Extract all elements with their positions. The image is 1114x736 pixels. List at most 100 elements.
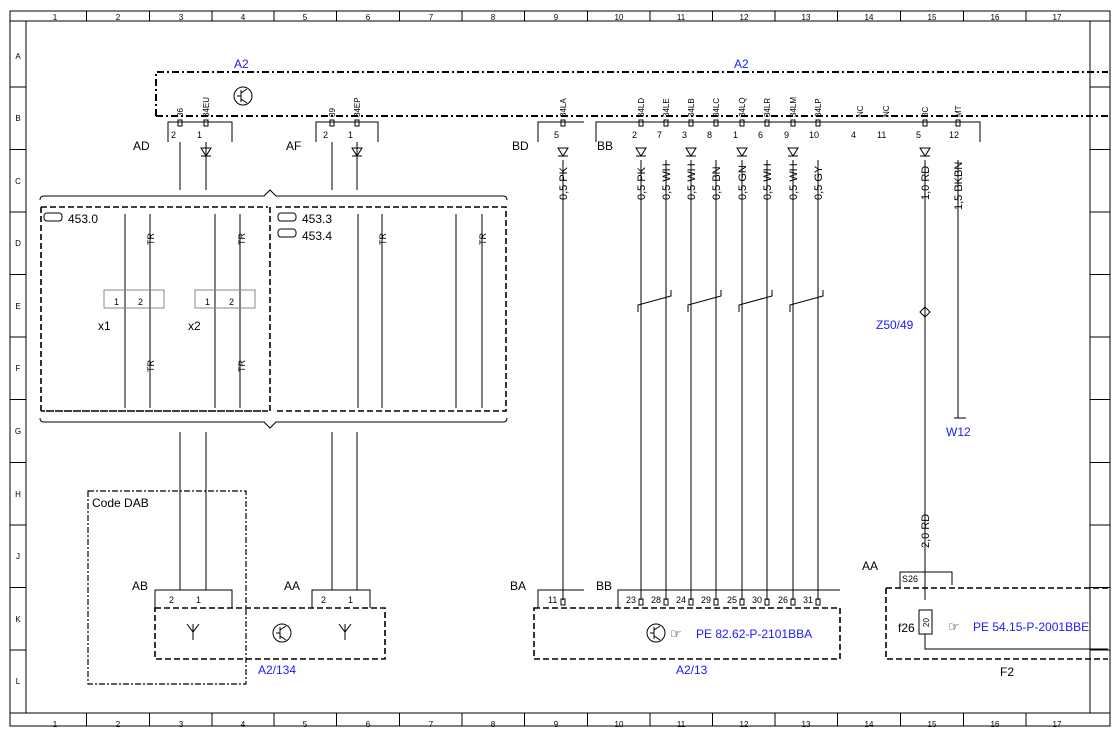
wire-label: 1,5 BKBN xyxy=(953,162,965,210)
pe-ref-2[interactable]: PE 54.15-P-2001BBE xyxy=(973,620,1089,634)
antenna-icon xyxy=(186,623,200,640)
grid-row-label: B xyxy=(15,114,20,123)
splice-x1: x1 xyxy=(98,319,111,333)
top-pin-number: 5 xyxy=(554,130,559,140)
top-pin-number: 10 xyxy=(809,130,819,140)
grid-column-label: 10 xyxy=(615,720,624,729)
grid-column-label: 6 xyxy=(366,13,371,22)
a2-left-label: A2 xyxy=(234,57,249,71)
pin-label: 1 xyxy=(348,595,353,605)
grid-column-label: 11 xyxy=(677,13,686,22)
top-pin-number: 8 xyxy=(707,130,712,140)
top-pin-number: 9 xyxy=(784,130,789,140)
grid-column-label: 9 xyxy=(554,13,559,22)
code-dab-label: Code DAB xyxy=(92,496,149,510)
connector-arrow-icon xyxy=(557,147,569,157)
wire-label: 0,5 GY xyxy=(813,165,825,200)
tr-label: TR xyxy=(146,233,156,245)
grid-row-label: D xyxy=(15,239,21,248)
pin-terminal xyxy=(638,598,644,606)
tr-label: TR xyxy=(478,233,488,245)
top-pin-name: 34LP xyxy=(814,98,823,117)
car-icon xyxy=(43,212,63,222)
wire-label: 1,0 RD xyxy=(920,166,932,200)
a2-134-label: A2/134 xyxy=(258,663,296,677)
hand-pointer-icon: ☞ xyxy=(948,620,960,635)
wire-label: 0,5 WH xyxy=(686,163,698,200)
grid-column-label: 2 xyxy=(116,720,121,729)
grid-column-label: 7 xyxy=(429,720,434,729)
connector-arrow-icon xyxy=(351,147,363,157)
bottom-pin-number: 24 xyxy=(676,595,686,605)
grid-column-label: 12 xyxy=(740,720,749,729)
grid-row-label: J xyxy=(16,552,20,561)
pin-terminal xyxy=(560,598,566,606)
bottom-pin-number: 28 xyxy=(651,595,661,605)
top-pin-number: 1 xyxy=(197,130,202,140)
pin-label: 2 xyxy=(138,297,143,307)
top-pin-name: 8C xyxy=(921,107,930,117)
top-pin-name: 34LB xyxy=(687,98,696,117)
pe-ref-1[interactable]: PE 82.62-P-2101BBA xyxy=(696,627,812,641)
top-pin-name: 34LQ xyxy=(738,97,747,117)
connector-aa-right: AA xyxy=(862,559,878,573)
grid-column-label: 3 xyxy=(179,13,184,22)
pin-terminal xyxy=(354,119,360,127)
pin-terminal xyxy=(177,119,183,127)
twisted-pair-mark xyxy=(687,290,722,312)
grid-column-label: 15 xyxy=(928,720,937,729)
grid-column-label: 13 xyxy=(802,720,811,729)
top-pin-name: 34LM xyxy=(789,97,798,117)
pin-label: 1 xyxy=(205,297,210,307)
top-pin-number: 12 xyxy=(949,130,959,140)
top-pin-number: 4 xyxy=(851,130,856,140)
top-pin-name: 34LE xyxy=(662,98,671,117)
top-pin-number: 1 xyxy=(348,130,353,140)
connector-bd: BD xyxy=(512,139,529,153)
grid-row-label: K xyxy=(15,615,21,624)
grid-column-label: 10 xyxy=(615,13,624,22)
connector-ad: AD xyxy=(133,139,150,153)
grid-row-label: H xyxy=(15,490,21,499)
model-4533: 453.3 xyxy=(302,212,332,226)
bottom-pin-number: 26 xyxy=(778,595,788,605)
top-pin-number: 2 xyxy=(171,130,176,140)
tr-labels: TR TR TR TR TR TR xyxy=(146,233,488,372)
pin-terminal xyxy=(739,598,745,606)
twisted-pair-mark xyxy=(637,290,672,312)
grid-column-label: 11 xyxy=(677,720,686,729)
grid-column-label: 12 xyxy=(740,13,749,22)
grid-column-label: 16 xyxy=(991,720,1000,729)
w12-label: W12 xyxy=(946,425,971,439)
connector-arrow-icon xyxy=(200,147,212,157)
grid-column-label: 7 xyxy=(429,13,434,22)
z50-49-label: Z50/49 xyxy=(876,318,914,332)
transistor-icon xyxy=(233,86,253,106)
grid-row-label: A xyxy=(15,52,21,61)
pin-terminal xyxy=(713,119,719,127)
grid-column-label: 9 xyxy=(554,720,559,729)
grid-column-label: 1 xyxy=(53,720,58,729)
frame-grid: 1122334455667788991010111112121313141415… xyxy=(10,11,1110,729)
bottom-pin-number: 30 xyxy=(752,595,762,605)
top-pin-number: 5 xyxy=(916,130,921,140)
connector-arrow-icon xyxy=(919,147,931,157)
pin-terminal xyxy=(790,119,796,127)
grid-column-label: 14 xyxy=(865,13,874,22)
connector-ab: AB xyxy=(132,579,148,593)
top-pin-number: 1 xyxy=(733,130,738,140)
top-pin-row: 36234EU139234EP134LA534LD234LE734LB334LC… xyxy=(171,97,963,140)
model-4534: 453.4 xyxy=(302,229,332,243)
pin-terminal xyxy=(663,119,669,127)
hand-pointer-icon: ☞ xyxy=(670,627,682,642)
grid-column-label: 15 xyxy=(928,13,937,22)
wire-label: 0,5 WH xyxy=(762,163,774,200)
pin-terminal xyxy=(560,119,566,127)
grid-row-label: L xyxy=(16,677,21,686)
grid-column-label: 14 xyxy=(865,720,874,729)
pin-terminal xyxy=(815,119,821,127)
pin-terminal xyxy=(203,119,209,127)
pin-terminal xyxy=(739,119,745,127)
pin-terminal xyxy=(790,598,796,606)
